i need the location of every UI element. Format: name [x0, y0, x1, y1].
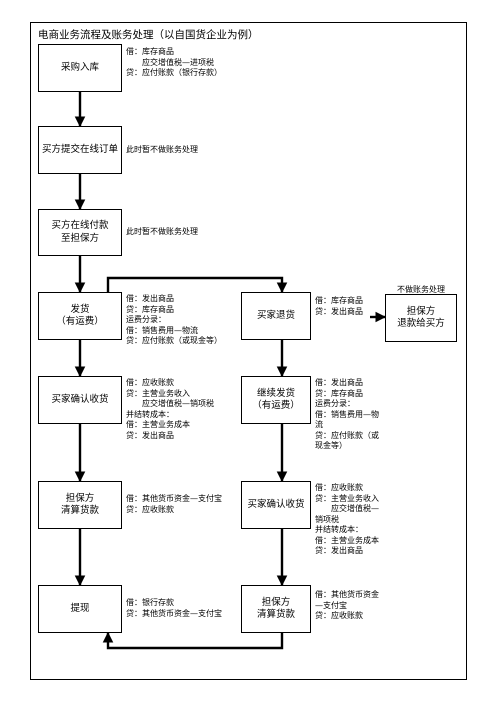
diagram-title: 电商业务流程及账务处理（以自国货企业为例） [38, 29, 259, 41]
box-confirm2: 买家确认收货 [241, 481, 311, 529]
note-settle: 借：其他货币资金—支付宝 贷：应收账款 [126, 494, 222, 514]
box-settle: 担保方 清算货款 [38, 481, 122, 529]
note-return: 借：库存商品 贷：发出商品 [315, 296, 363, 316]
arrow-settle2-to-withdraw [102, 631, 284, 650]
box-confirm: 买家确认收货 [38, 376, 122, 424]
note-ship: 借：发出商品 贷：库存商品 运费分录： 借：销售费用—物流 贷：应付账款（或现金… [126, 294, 222, 345]
box-settle2: 担保方 清算货款 [241, 585, 311, 633]
note-reship: 借：发出商品 贷：库存商品 运费分录： 借：销售费用—物 流 贷：应付账款（或 … [315, 378, 379, 450]
box-reship: 继续发货 （有运费） [241, 376, 311, 424]
box-pay: 买方在线付款 至担保方 [38, 209, 122, 256]
note-settle2: 借：其他货币资金 —支付宝 贷：应收账款 [315, 590, 379, 620]
note-withdraw: 借：银行存款 贷：其他货币资金—支付宝 [126, 598, 222, 618]
refund-label: 不做账务处理 [397, 285, 445, 294]
arrow-ship-to-return [106, 276, 288, 294]
box-refund: 担保方 退款给买方 [385, 294, 457, 342]
box-purchase: 采购入库 [38, 44, 122, 92]
note-confirm2: 借：应收账款 贷：主营业务收入 应交增值税— 销项税 并结转成本： 借：主营业务… [315, 483, 379, 555]
diagram-frame [30, 22, 467, 680]
box-return: 买家退货 [241, 292, 311, 340]
box-withdraw: 提现 [38, 585, 122, 633]
box-order: 买方提交在线订单 [38, 126, 122, 174]
note-order: 此时暂不做账务处理 [126, 145, 198, 154]
note-pay: 此时暂不做账务处理 [126, 227, 198, 236]
note-confirm: 借：应收账款 贷：主营业务收入 应交增值税—销项税 并结转成本： 借：主营业务成… [126, 378, 214, 440]
box-ship: 发货 （有运费） [38, 292, 122, 340]
note-purchase: 借：库存商品 应交增值税—进项税 贷：应付账款（银行存款） [126, 47, 222, 77]
